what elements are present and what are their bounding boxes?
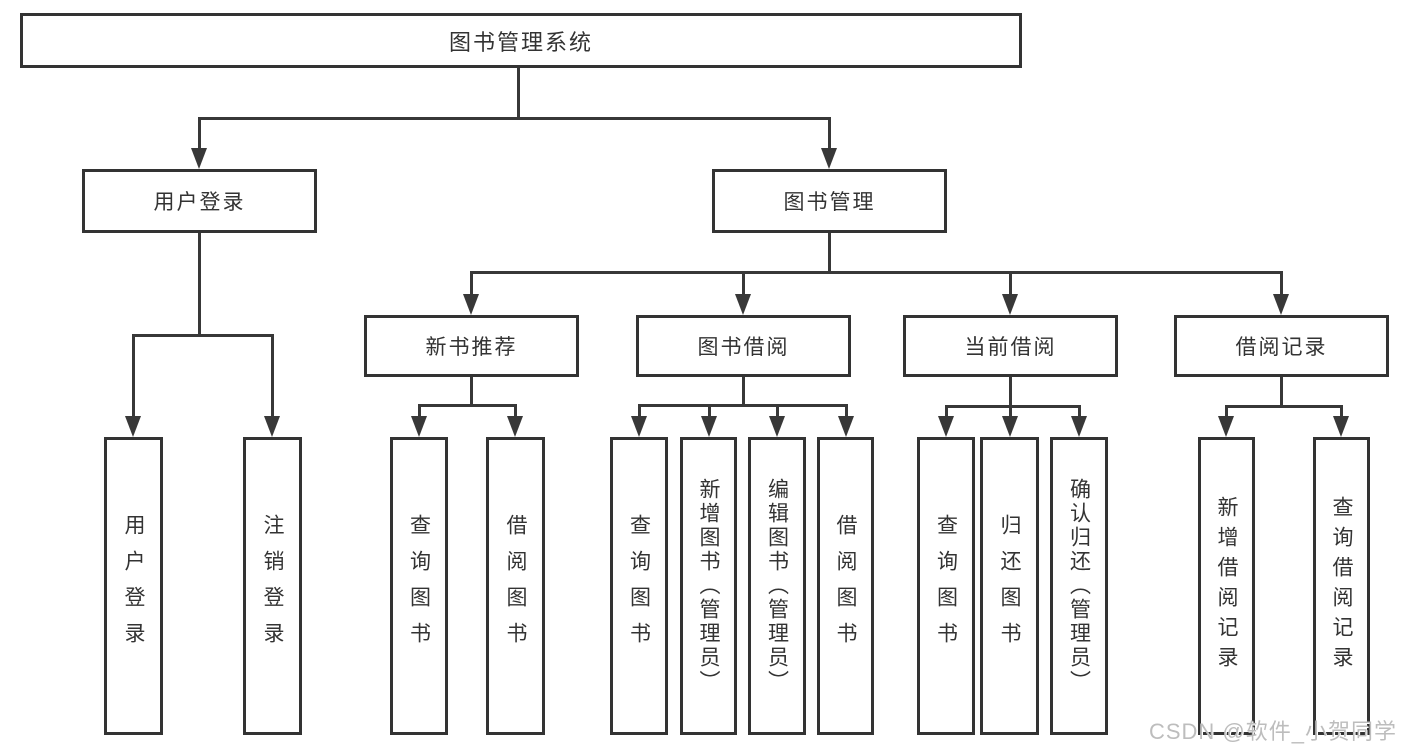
node-user-login-action: 用户登录: [104, 437, 163, 735]
node-query-books-recommend: 查询图书: [390, 437, 448, 735]
node-label: 借阅图书: [504, 514, 528, 658]
node-current-borrowing: 当前借阅: [903, 315, 1118, 377]
connector-line: [1340, 405, 1343, 418]
node-label: 新增借阅记录: [1215, 496, 1239, 676]
connector-line: [708, 404, 711, 418]
node-label: 查询图书: [627, 514, 651, 658]
arrow-down-icon: [411, 416, 427, 437]
connector-line: [828, 117, 831, 151]
node-return-books: 归还图书: [980, 437, 1039, 735]
connector-line: [1009, 271, 1012, 297]
connector-line: [845, 404, 848, 418]
node-label: 图书管理: [783, 191, 876, 214]
node-add-borrow-record: 新增借阅记录: [1198, 437, 1255, 735]
connector-line: [470, 271, 1282, 274]
connector-line: [1009, 377, 1012, 407]
arrow-down-icon: [1002, 294, 1018, 315]
connector-line: [514, 404, 517, 418]
connector-line: [1280, 377, 1283, 407]
watermark: CSDN @软件_小贺同学: [1148, 719, 1397, 744]
node-label: 新增图书（管理员）: [697, 478, 721, 694]
connector-line: [271, 334, 274, 418]
node-label: 确认归还（管理员）: [1067, 478, 1091, 694]
arrow-down-icon: [1333, 416, 1349, 437]
node-query-books-current: 查询图书: [917, 437, 975, 735]
arrow-down-icon: [1273, 294, 1289, 315]
connector-line: [776, 404, 779, 418]
arrow-down-icon: [701, 416, 717, 437]
node-add-books-admin: 新增图书（管理员）: [680, 437, 737, 735]
arrow-down-icon: [769, 416, 785, 437]
connector-line: [638, 404, 641, 418]
node-label: 用户登录: [122, 514, 146, 658]
node-book-borrowing: 图书借阅: [636, 315, 851, 377]
connector-line: [1225, 405, 1228, 418]
node-query-books-borrowing: 查询图书: [610, 437, 668, 735]
connector-line: [132, 334, 135, 418]
node-borrow-books-action: 借阅图书: [817, 437, 874, 735]
node-label: 注销登录: [261, 514, 285, 658]
connector-line: [198, 117, 830, 120]
connector-line: [132, 334, 274, 337]
arrow-down-icon: [264, 416, 280, 437]
connector-line: [742, 377, 745, 406]
node-label: 查询图书: [407, 514, 431, 658]
node-label: 当前借阅: [964, 336, 1057, 359]
connector-line: [1078, 405, 1081, 418]
arrow-down-icon: [1218, 416, 1234, 437]
arrow-down-icon: [821, 148, 837, 169]
node-user-login: 用户登录: [82, 169, 317, 233]
arrow-down-icon: [1002, 416, 1018, 437]
node-label: 借阅图书: [834, 514, 858, 658]
node-book-management: 图书管理: [712, 169, 947, 233]
node-edit-books-admin: 编辑图书（管理员）: [748, 437, 806, 735]
connector-line: [470, 271, 473, 297]
node-label: 编辑图书（管理员）: [765, 478, 789, 694]
node-query-borrow-record: 查询借阅记录: [1313, 437, 1370, 735]
node-borrow-books-recommend: 借阅图书: [486, 437, 545, 735]
node-confirm-return-admin: 确认归还（管理员）: [1050, 437, 1108, 735]
connector-line: [945, 405, 948, 418]
node-label: 查询借阅记录: [1330, 496, 1354, 676]
node-label: 图书管理系统: [448, 29, 593, 55]
node-logout-action: 注销登录: [243, 437, 302, 735]
connector-line: [418, 404, 516, 407]
connector-line: [742, 271, 745, 297]
node-label: 用户登录: [153, 191, 246, 214]
arrow-down-icon: [507, 416, 523, 437]
connector-line: [418, 404, 421, 418]
node-new-book-recommend: 新书推荐: [364, 315, 579, 377]
node-label: 归还图书: [998, 514, 1022, 658]
connector-line: [198, 117, 201, 151]
arrow-down-icon: [191, 148, 207, 169]
arrow-down-icon: [938, 416, 954, 437]
arrow-down-icon: [1071, 416, 1087, 437]
node-label: 借阅记录: [1235, 336, 1328, 359]
arrow-down-icon: [631, 416, 647, 437]
arrow-down-icon: [735, 294, 751, 315]
node-borrow-records: 借阅记录: [1174, 315, 1389, 377]
connector-line: [1280, 271, 1283, 297]
arrow-down-icon: [125, 416, 141, 437]
node-label: 图书借阅: [697, 336, 790, 359]
connector-line: [1225, 405, 1342, 408]
node-label: 新书推荐: [425, 336, 518, 359]
node-label: 查询图书: [934, 514, 958, 658]
connector-line: [945, 405, 1080, 408]
node-library-system: 图书管理系统: [20, 13, 1022, 68]
connector-line: [828, 233, 831, 273]
arrow-down-icon: [838, 416, 854, 437]
connector-line: [1009, 405, 1012, 418]
connector-line: [470, 377, 473, 406]
arrow-down-icon: [463, 294, 479, 315]
connector-line: [198, 233, 201, 336]
connector-line: [517, 68, 520, 119]
connector-line: [638, 404, 847, 407]
